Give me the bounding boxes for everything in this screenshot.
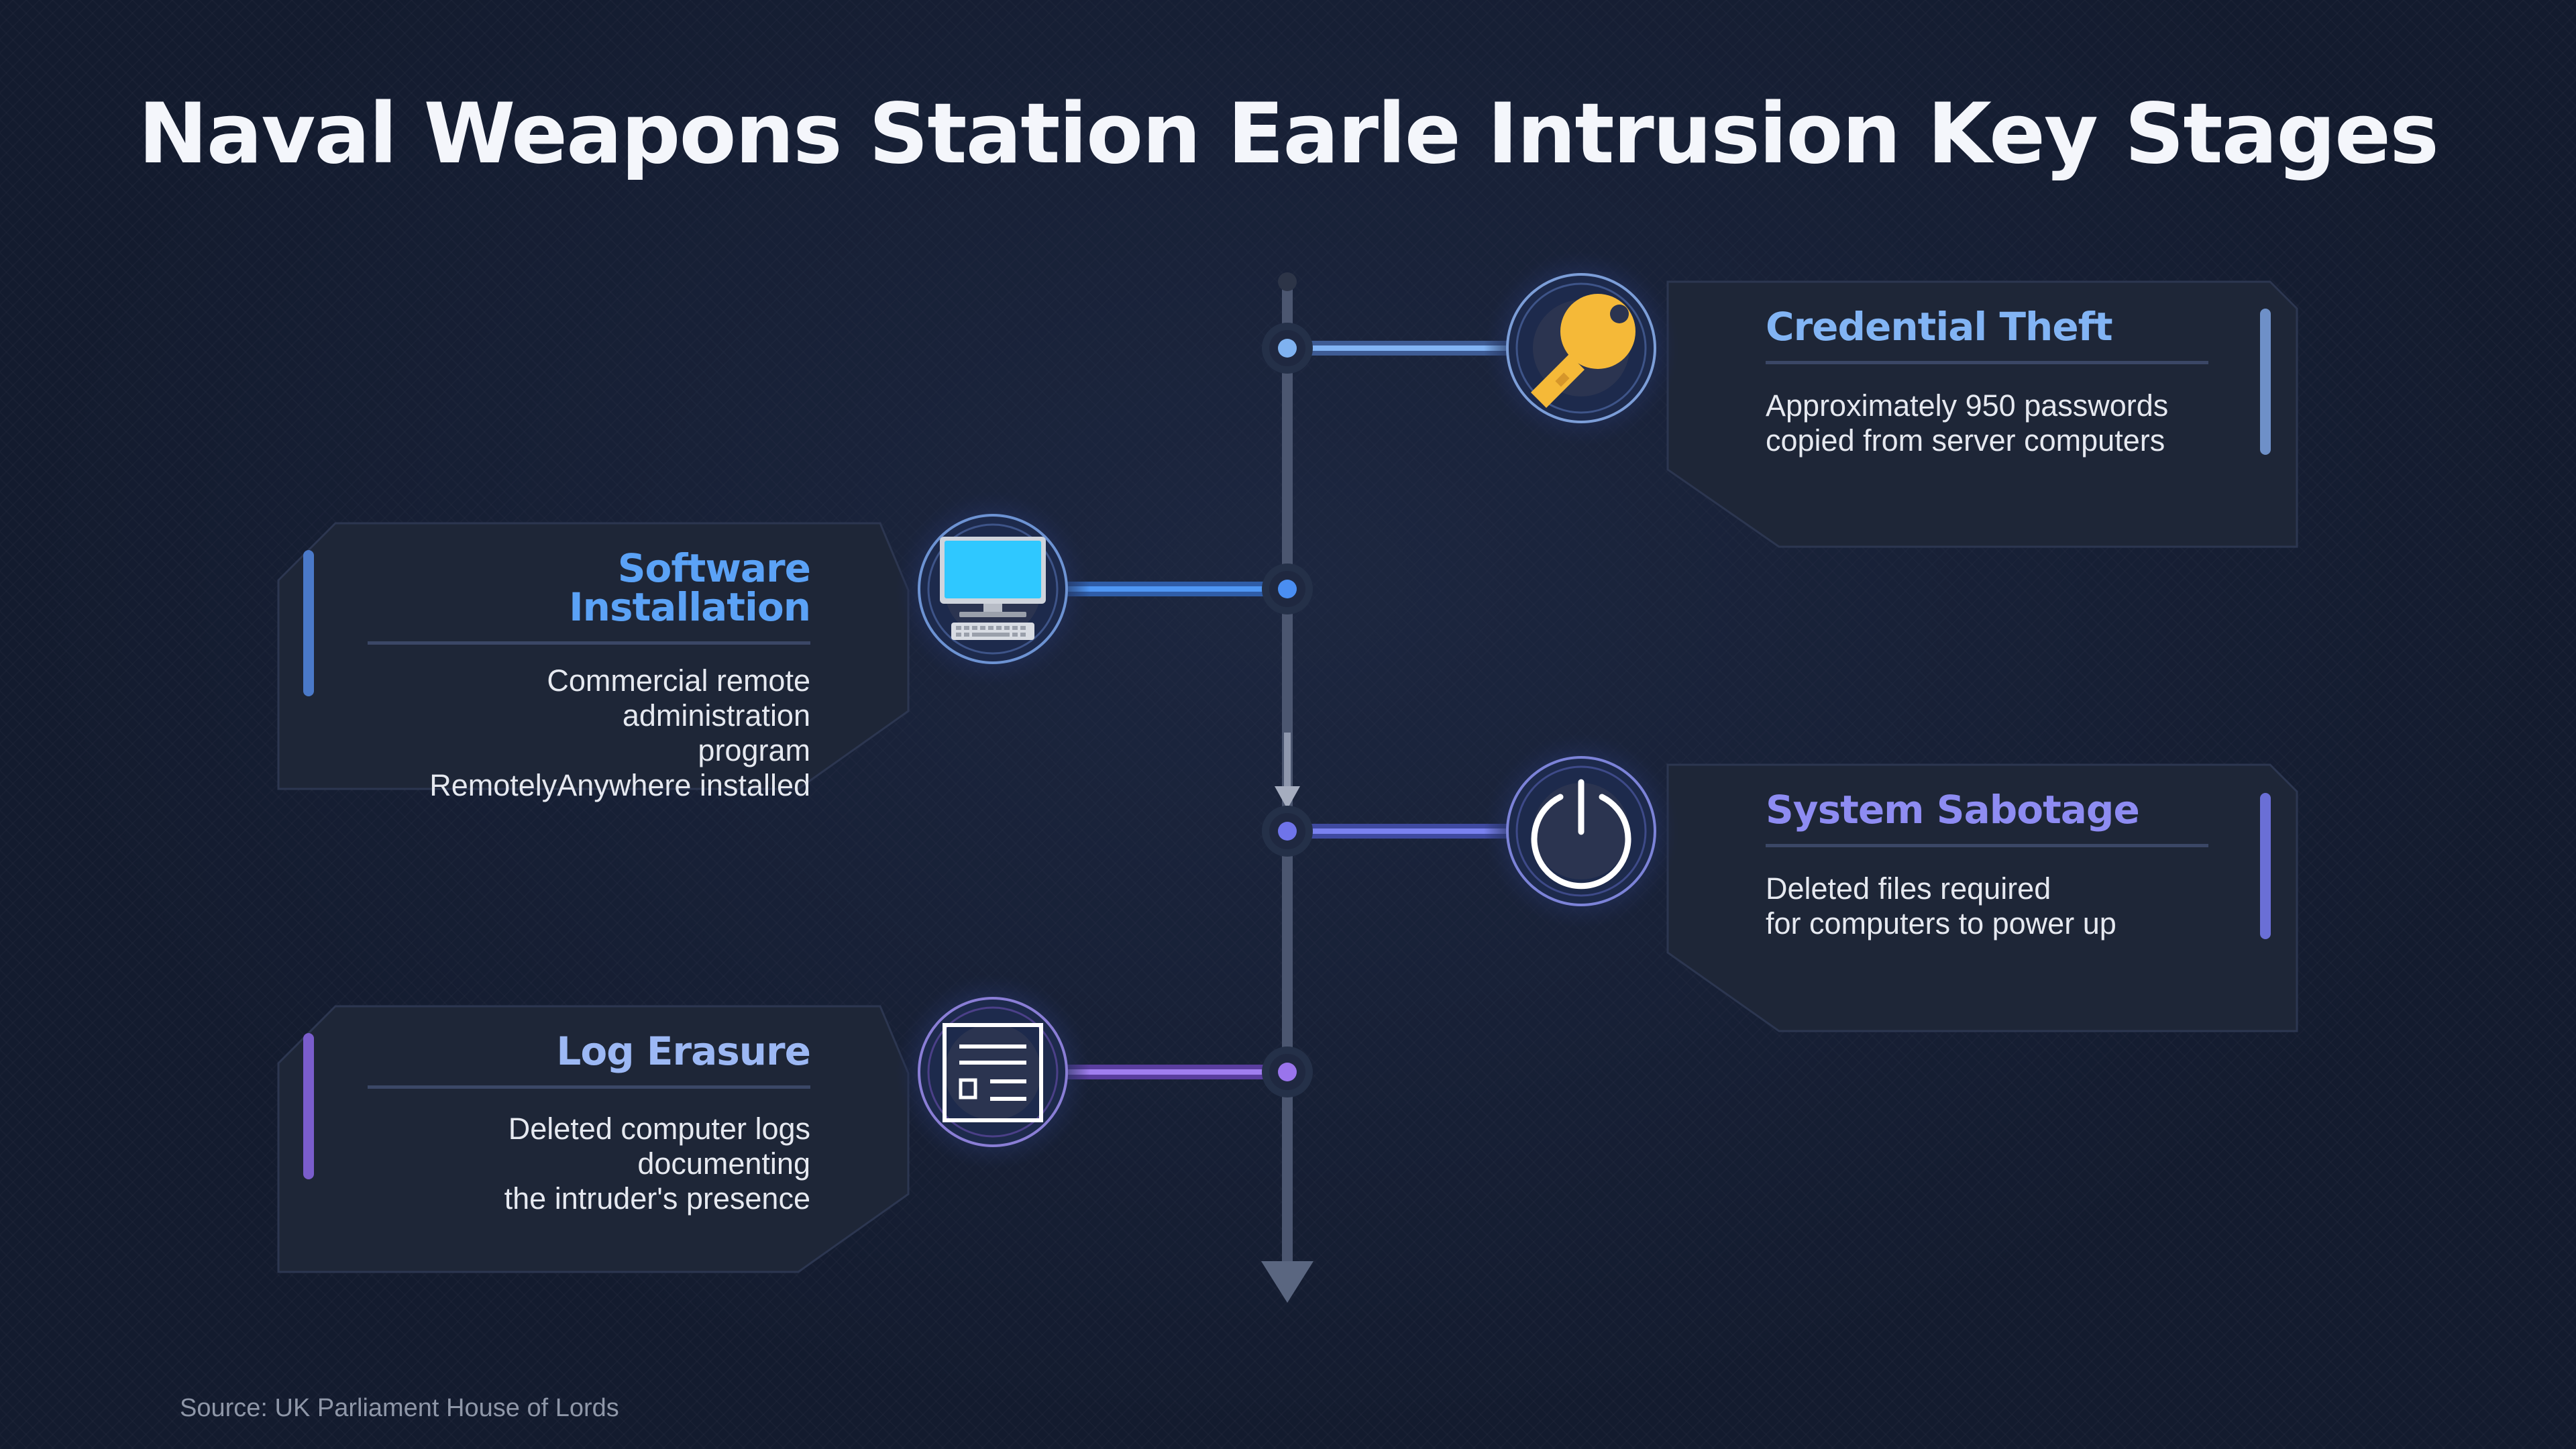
log-erasure-description: Deleted computer logs documenting the in… <box>504 1112 810 1216</box>
software-installation-description: Commercial remote administration program… <box>429 663 810 802</box>
software-installation-accent-bar <box>303 550 314 696</box>
system-sabotage-text: System Sabotage Deleted files required f… <box>1766 790 2208 941</box>
page-title: Naval Weapons Station Earle Intrusion Ke… <box>138 86 2439 182</box>
power-icon <box>1484 734 1678 928</box>
timeline-end-arrow <box>1261 1261 1313 1303</box>
credential-theft-description: Approximately 950 passwords copied from … <box>1766 388 2169 458</box>
log-erasure-text: Log Erasure Deleted computer logs docume… <box>368 1032 811 1216</box>
credential-theft-text: Credential Theft Approximately 950 passw… <box>1766 307 2208 458</box>
credential-theft-node <box>1262 323 1313 374</box>
log-erasure-node <box>1262 1046 1313 1097</box>
log-document-icon <box>896 975 1090 1169</box>
log-erasure-card <box>277 1005 910 1273</box>
software-installation-card <box>277 522 910 790</box>
system-sabotage-accent-bar <box>2260 793 2271 939</box>
timeline-start-cap <box>1278 272 1297 291</box>
key-icon <box>1484 251 1678 445</box>
software-installation-node <box>1262 564 1313 614</box>
log-erasure-accent-bar <box>303 1033 314 1179</box>
computer-icon <box>896 492 1090 686</box>
log-erasure-title: Log Erasure <box>368 1032 811 1089</box>
system-sabotage-title: System Sabotage <box>1766 790 2208 847</box>
credential-theft-title: Credential Theft <box>1766 307 2208 364</box>
progress-arrow-head <box>1275 786 1300 809</box>
credential-theft-accent-bar <box>2260 309 2271 455</box>
software-installation-text: Software Installation Commercial remote … <box>368 549 811 803</box>
system-sabotage-card <box>1666 763 2298 1032</box>
system-sabotage-description: Deleted files required for computers to … <box>1766 871 2116 941</box>
credential-theft-card <box>1666 280 2298 548</box>
software-installation-title: Software Installation <box>368 549 811 645</box>
source-note: Source: UK Parliament House of Lords <box>180 1394 619 1422</box>
system-sabotage-node <box>1262 806 1313 857</box>
